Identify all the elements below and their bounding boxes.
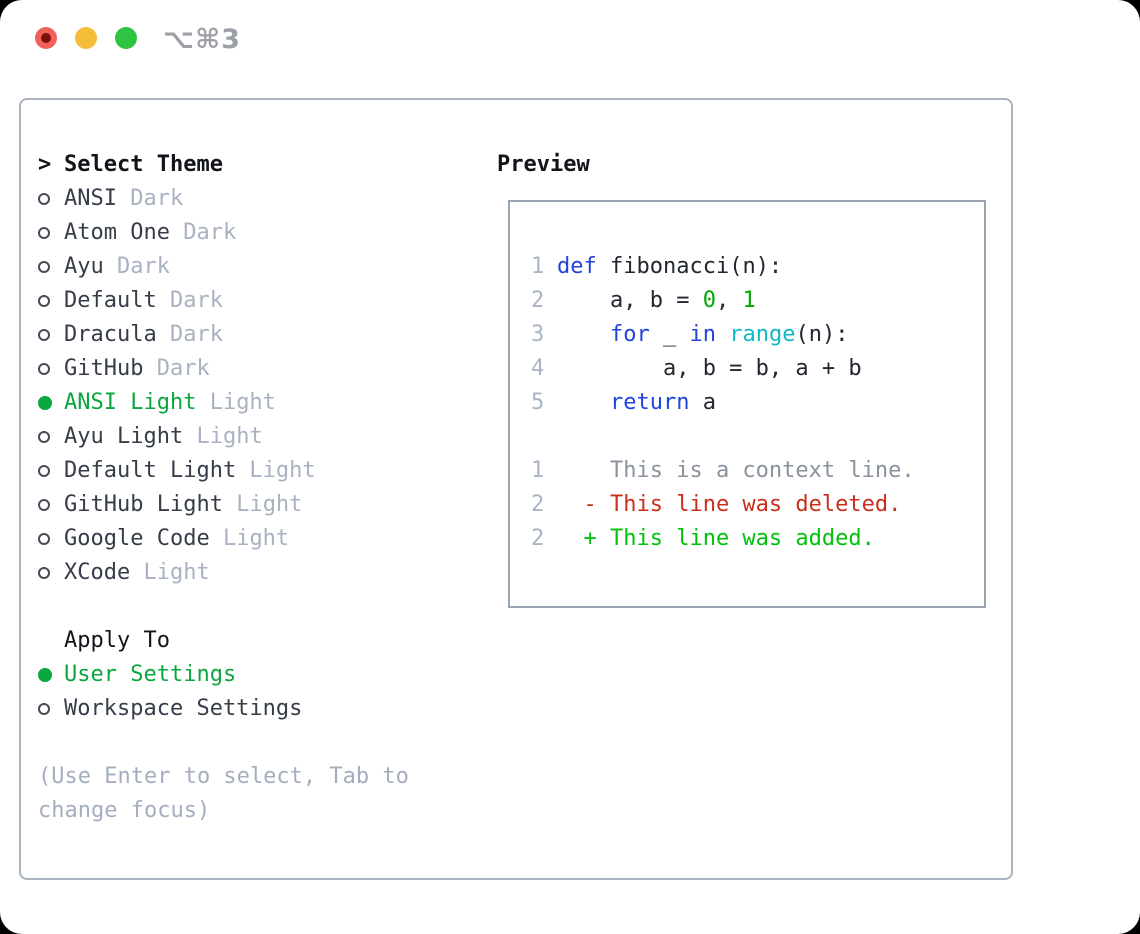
radio-icon [38, 465, 64, 477]
close-dot-icon [41, 33, 51, 43]
theme-name: ANSI [64, 186, 117, 211]
radio-icon [38, 703, 64, 715]
select-theme-header: > Select Theme [38, 148, 468, 182]
spacer-row [38, 590, 468, 624]
preview-pane [508, 200, 986, 608]
theme-option-atom-one-dark[interactable]: Atom One Dark [38, 216, 468, 250]
radio-icon [38, 431, 64, 443]
theme-name: Ayu [64, 254, 104, 279]
code-line: 2 - This line was deleted. [531, 488, 915, 522]
radio-icon [38, 261, 64, 273]
radio-selected-icon [38, 668, 64, 682]
code-text: a, b = 0, 1 [557, 288, 756, 313]
theme-option-default-light-light[interactable]: Default Light Light [38, 454, 468, 488]
cursor-icon: > [38, 152, 52, 177]
theme-variant: Dark [156, 322, 223, 347]
apply-to-header-row: Apply To [38, 624, 468, 658]
radio-icon [38, 295, 64, 307]
radio-icon [38, 227, 64, 239]
code-text: + This line was added. [557, 526, 875, 551]
theme-option-github-dark[interactable]: GitHub Dark [38, 352, 468, 386]
window-shortcut-label: ⌥⌘3 [163, 24, 241, 55]
theme-name: Atom One [64, 220, 170, 245]
line-number: 3 [531, 322, 545, 347]
code-line: 4 a, b = b, a + b [531, 352, 915, 386]
theme-option-dracula-dark[interactable]: Dracula Dark [38, 318, 468, 352]
apply-option-user-settings[interactable]: User Settings [38, 658, 468, 692]
theme-name: Google Code [64, 526, 210, 551]
close-button[interactable] [35, 27, 57, 49]
apply-option-label: User Settings [64, 662, 237, 687]
code-text: This is a context line. [557, 458, 915, 483]
theme-variant: Dark [116, 186, 184, 211]
theme-option-xcode-light[interactable]: XCode Light [38, 556, 468, 590]
theme-variant: Light [209, 526, 290, 551]
line-number: 5 [531, 390, 545, 415]
theme-name: Default [64, 288, 157, 313]
theme-variant: Dark [169, 220, 237, 245]
theme-variant: Dark [143, 356, 210, 381]
code-line: 2 + This line was added. [531, 522, 915, 556]
line-number: 2 [531, 492, 545, 517]
radio-selected-icon [38, 396, 64, 410]
theme-variant: Light [183, 424, 263, 449]
code-line [531, 420, 915, 454]
apply-option-label: Workspace Settings [64, 696, 303, 721]
line-number: 1 [531, 254, 545, 279]
theme-variant: Dark [156, 288, 223, 313]
theme-name: ANSI Light [64, 390, 197, 415]
code-line: 3 for _ in range(n): [531, 318, 915, 352]
theme-name: Dracula [64, 322, 157, 347]
theme-option-default-dark[interactable]: Default Dark [38, 284, 468, 318]
code-text: def fibonacci(n): [557, 254, 783, 279]
minimize-button[interactable] [75, 27, 97, 49]
code-text: a, b = b, a + b [557, 356, 862, 381]
theme-variant: Light [222, 492, 303, 517]
select-theme-title: Select Theme [64, 152, 223, 177]
theme-name: XCode [64, 560, 131, 585]
theme-option-ansi-dark[interactable]: ANSI Dark [38, 182, 468, 216]
code-text: for _ in range(n): [609, 322, 849, 347]
line-number: 2 [531, 288, 545, 313]
theme-option-ayu-light-light[interactable]: Ayu Light Light [38, 420, 468, 454]
theme-option-ansi-light-light[interactable]: ANSI Light Light [38, 386, 468, 420]
radio-icon [38, 329, 64, 341]
theme-name: GitHub [64, 356, 144, 381]
theme-name: GitHub Light [64, 492, 223, 517]
code-text: - This line was deleted. [557, 492, 902, 517]
code-text: return a [609, 390, 716, 415]
line-number: 2 [531, 526, 545, 551]
apply-option-workspace-settings[interactable]: Workspace Settings [38, 692, 468, 726]
preview-title: Preview [497, 152, 590, 177]
theme-variant: Dark [103, 254, 170, 279]
theme-name: Ayu Light [64, 424, 184, 449]
radio-icon [38, 499, 64, 511]
theme-option-ayu-dark[interactable]: Ayu Dark [38, 250, 468, 284]
line-number: 4 [531, 356, 545, 381]
radio-icon [38, 363, 64, 375]
theme-option-google-code-light[interactable]: Google Code Light [38, 522, 468, 556]
theme-variant: Light [196, 390, 276, 415]
line-number: 1 [531, 458, 545, 483]
theme-variant: Light [236, 458, 316, 483]
theme-name: Default Light [64, 458, 237, 483]
radio-icon [38, 193, 64, 205]
zoom-button[interactable] [115, 27, 137, 49]
code-line: 1 def fibonacci(n): [531, 250, 915, 284]
code-line: 2 a, b = 0, 1 [531, 284, 915, 318]
line-number [531, 420, 544, 454]
code-line: 1 This is a context line. [531, 454, 915, 488]
radio-icon [38, 567, 64, 579]
keyboard-hint: (Use Enter to select, Tab to change focu… [38, 764, 409, 823]
titlebar: ⌥⌘3 [0, 0, 1140, 70]
code-line: 5 return a [531, 386, 915, 420]
apply-to-title: Apply To [64, 628, 170, 653]
theme-variant: Light [130, 560, 210, 585]
theme-option-github-light-light[interactable]: GitHub Light Light [38, 488, 468, 522]
radio-icon [38, 533, 64, 545]
